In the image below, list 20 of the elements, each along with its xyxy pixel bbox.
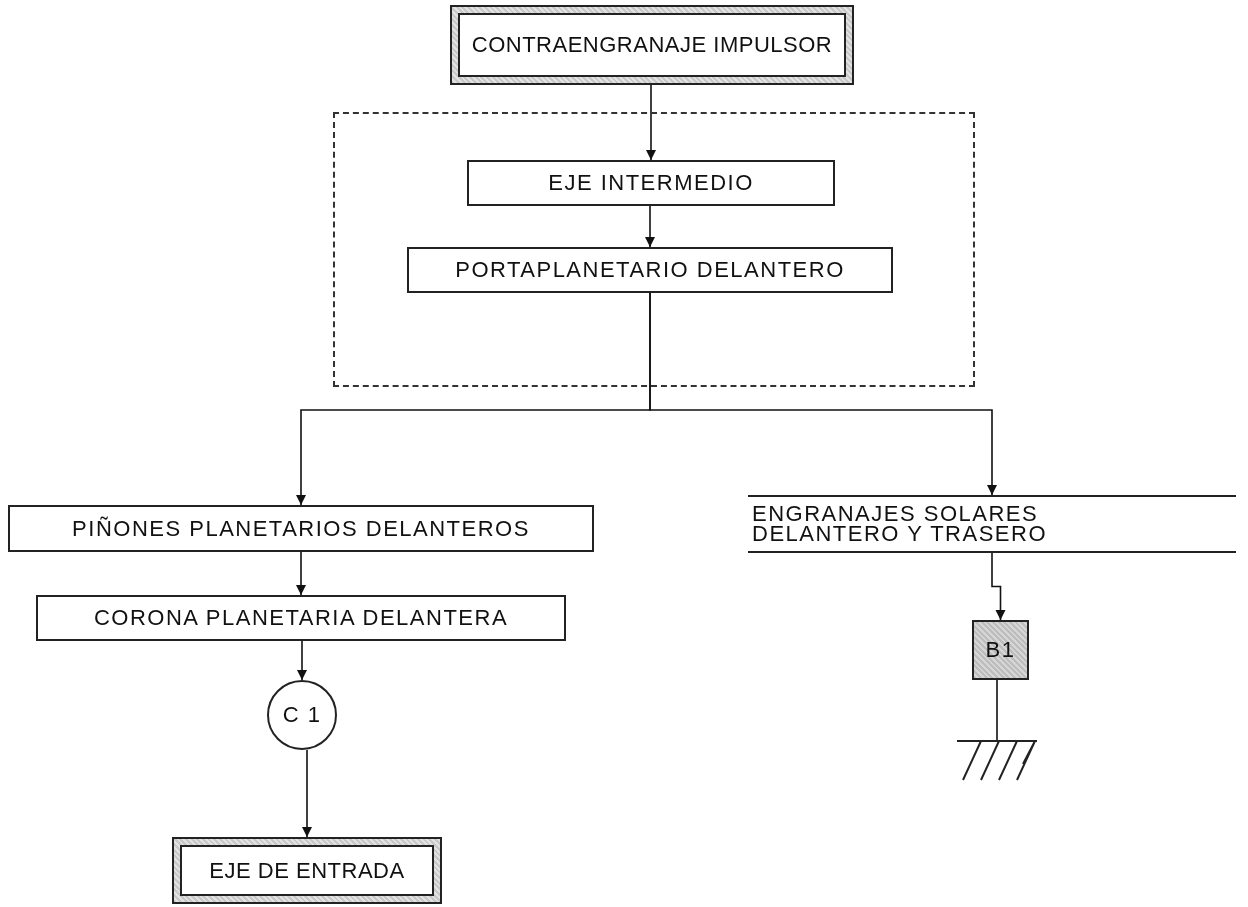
arrow [646,84,656,161]
arrow [645,205,655,248]
connector-line [996,679,998,741]
double-frame-box [172,837,442,904]
process-box: PORTAPLANETARIO DELANTERO [407,247,893,293]
process-box: ENGRANAJES SOLARES DELANTERO Y TRASERO [748,495,1236,553]
arrow [649,292,997,496]
clutch-circle: C 1 [267,680,337,750]
process-box: CORONA PLANETARIA DELANTERA [36,595,566,641]
double-frame-box [450,5,854,85]
arrow [302,749,312,838]
process-box: EJE INTERMEDIO [467,160,835,206]
process-box: PIÑONES PLANETARIOS DELANTEROS [8,505,594,552]
arrow [296,551,306,596]
arrow [297,640,307,681]
brake-box: B1 [972,620,1029,680]
dashed-group-box [333,112,975,387]
arrow [991,552,1006,621]
box-label: CONTRAENGRANAJE IMPULSOR [458,13,846,77]
box-label: EJE DE ENTRADA [180,845,434,896]
